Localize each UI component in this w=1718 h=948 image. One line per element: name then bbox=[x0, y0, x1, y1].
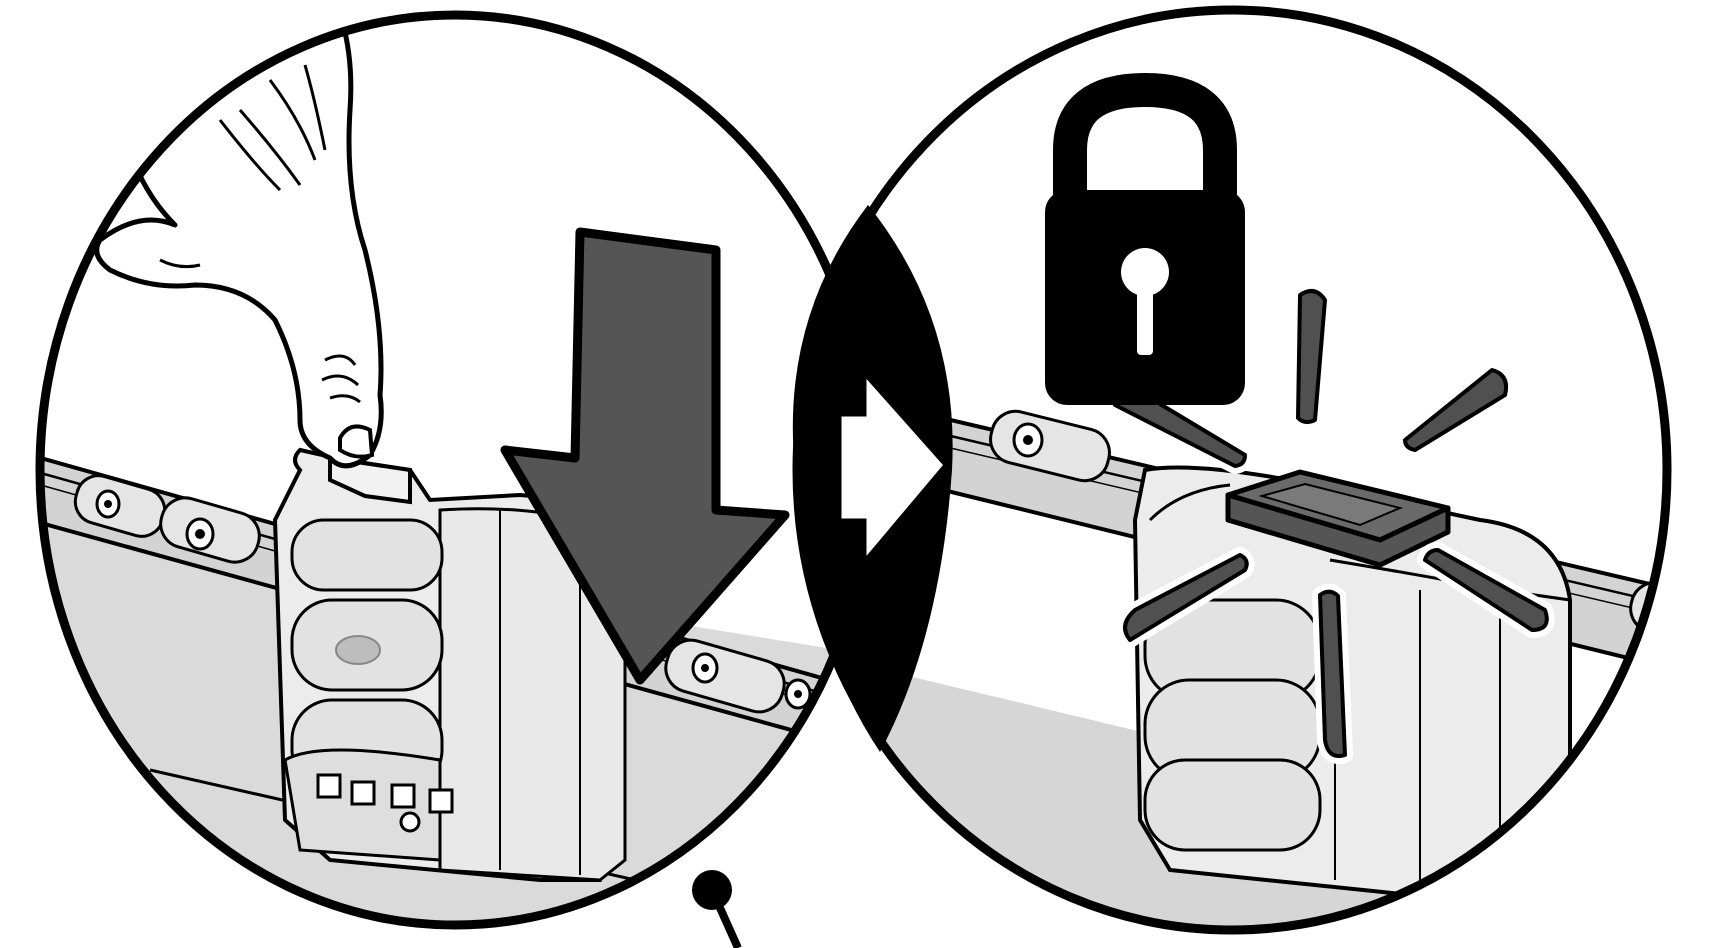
left-panel-press-latch bbox=[0, 0, 900, 948]
callout-pointer bbox=[692, 870, 738, 948]
